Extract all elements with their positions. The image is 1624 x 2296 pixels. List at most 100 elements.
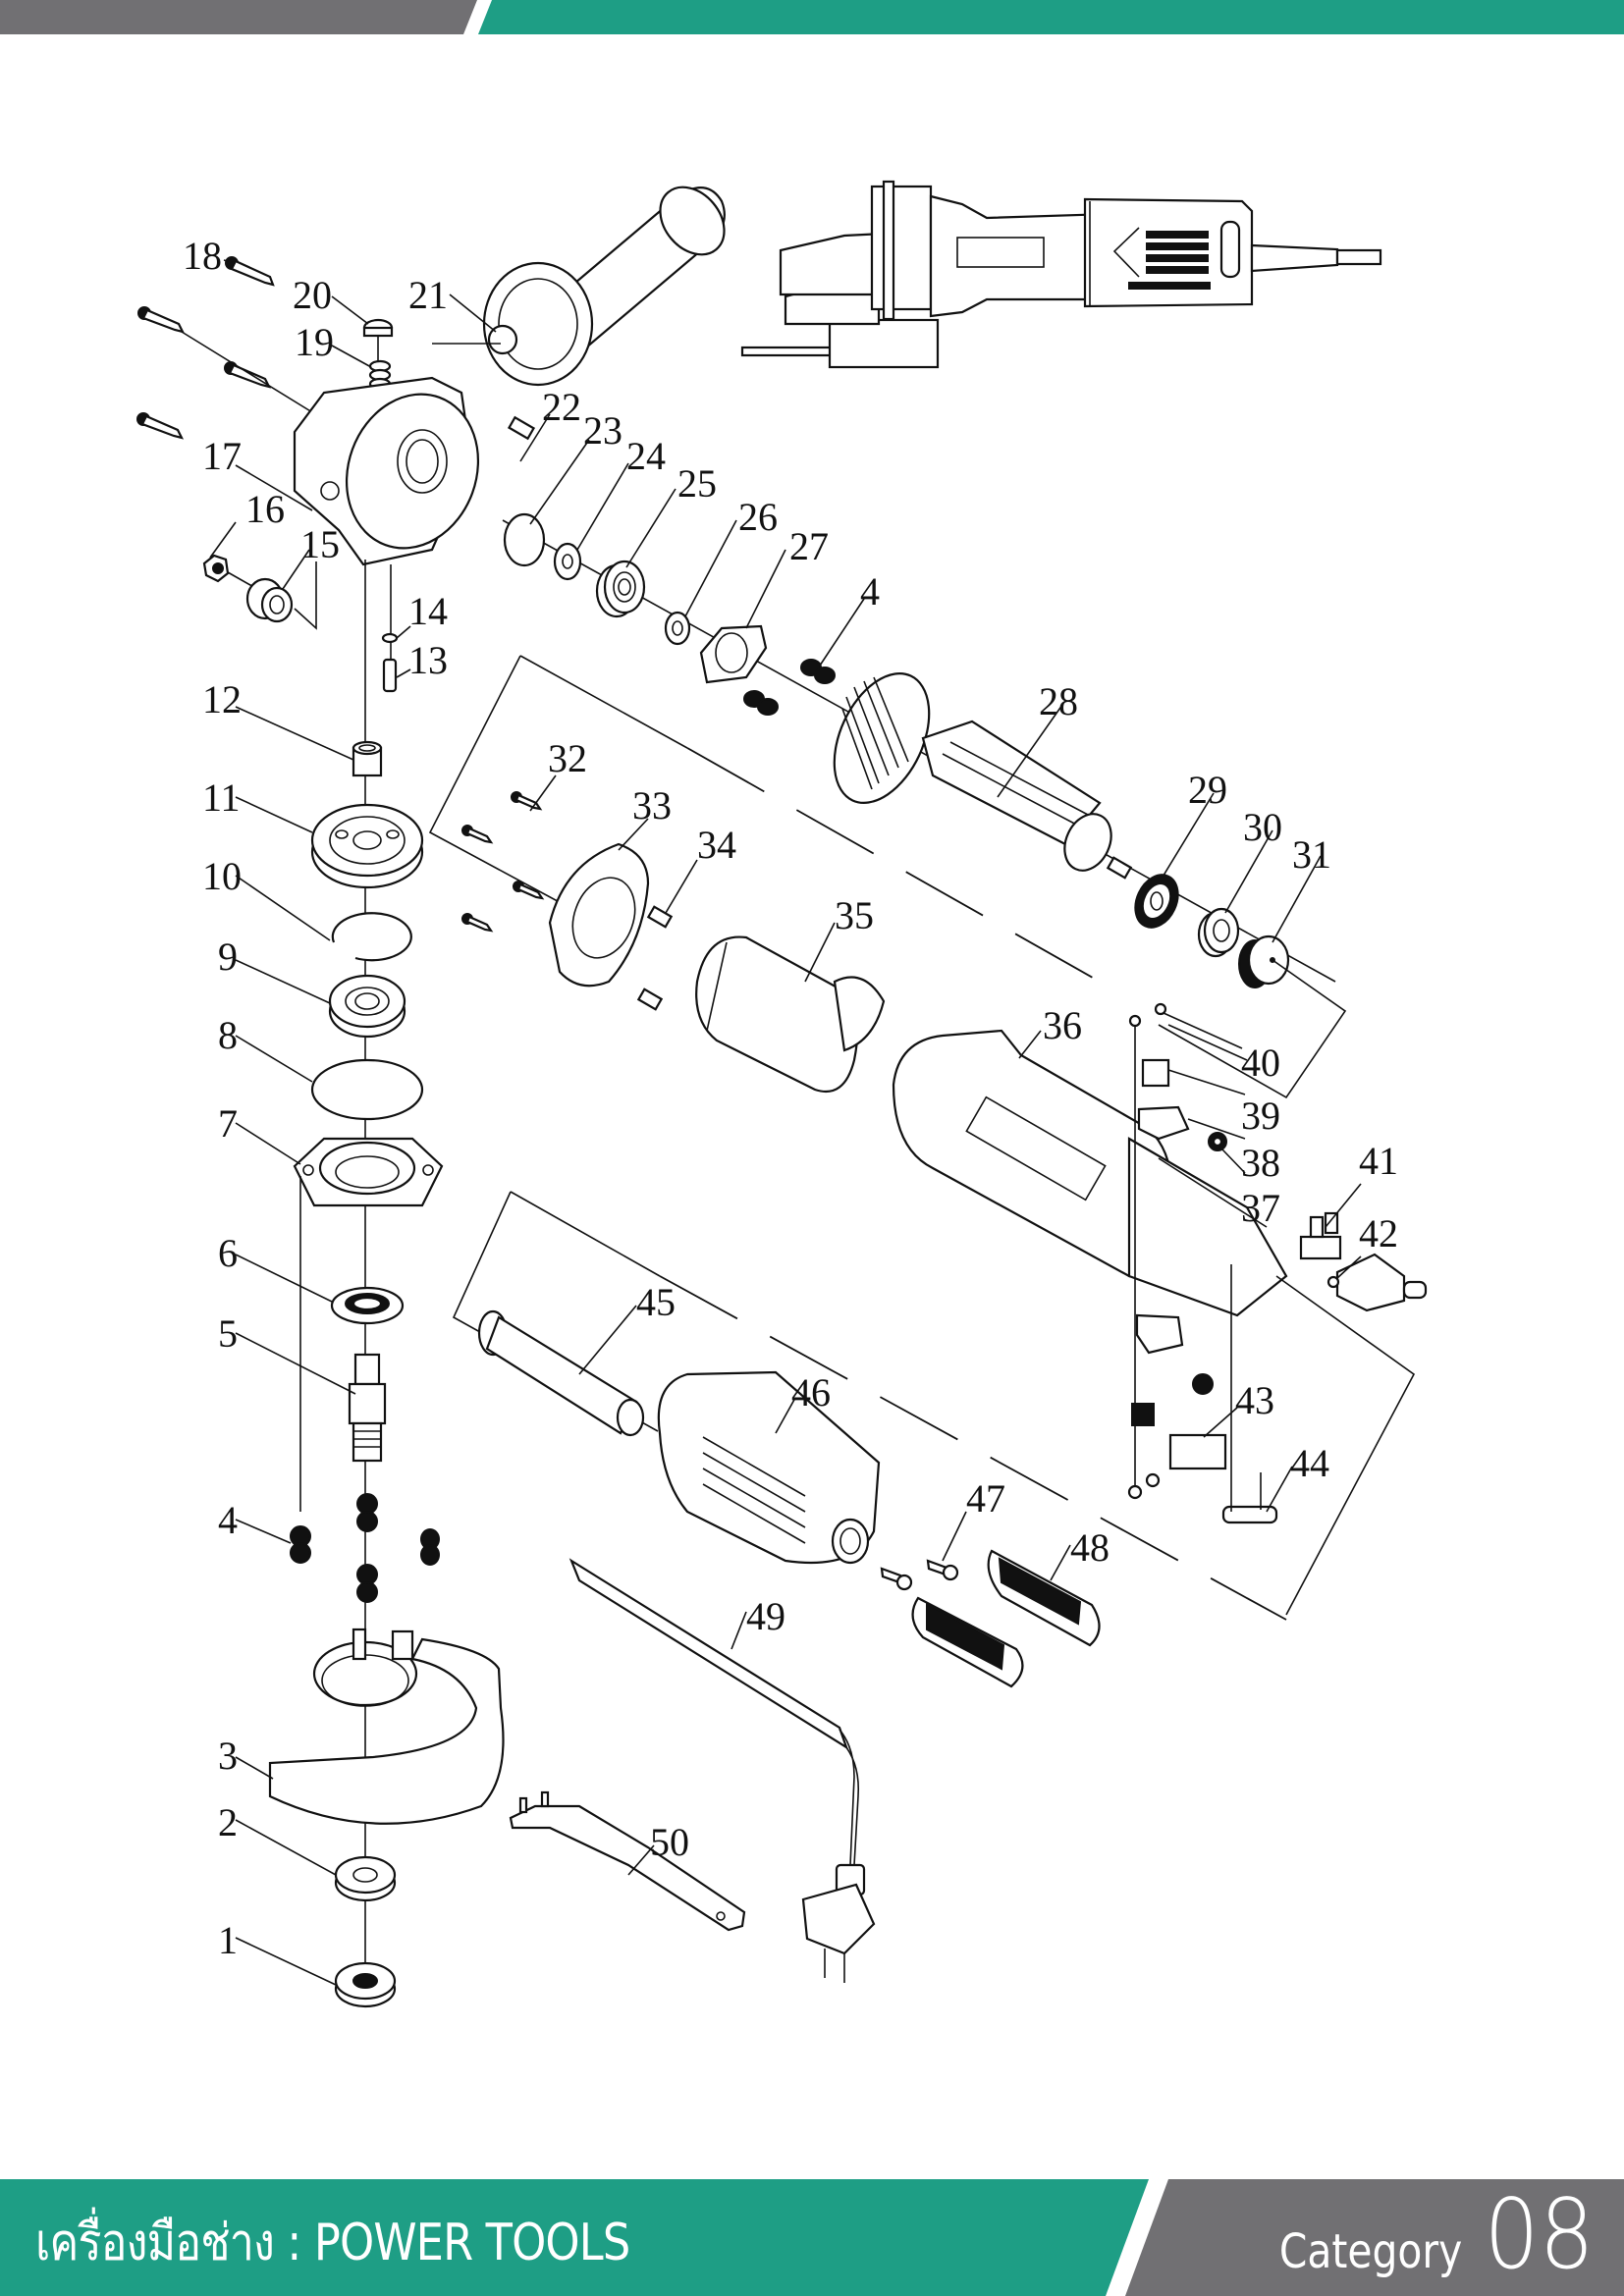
callout-13: 13 [408,638,448,682]
callout-45: 45 [636,1280,676,1324]
callout-49: 49 [746,1594,785,1638]
header-band [0,0,1624,34]
callout-11: 11 [202,775,241,820]
cover-screws [880,1559,959,1591]
screws-4 [290,659,836,1603]
callout-25: 25 [677,461,717,506]
callout-36: 36 [1043,1003,1082,1047]
callout-leaders [209,259,1362,1986]
callout-19: 19 [295,320,334,364]
callout-20: 20 [293,273,332,317]
callout-26: 26 [738,495,778,539]
ball-bearing-9 [328,974,406,1039]
switch-group-bracket [1275,1275,1416,1616]
bearing-sleeve-31 [1238,934,1290,988]
section-title: เครื่องมือช่าง : POWER TOOLS [35,2214,630,2272]
ball-bearing-25 [595,560,646,618]
pin-22 [507,415,536,441]
category-number: 08 [1484,2179,1595,2291]
pin-34a [646,905,674,929]
pin-34b [636,988,664,1011]
callout-21: 21 [408,273,448,317]
callout-41: 41 [1359,1139,1398,1183]
assembled-grinder-illustration [740,180,1382,369]
inner-flange [334,1855,397,1902]
circlip [331,912,412,962]
callout-14: 14 [408,589,448,633]
callout-28: 28 [1039,679,1078,723]
pin-spanner [509,1790,746,1932]
callout-43: 43 [1235,1378,1274,1422]
callout-37: 37 [1241,1186,1280,1230]
callout-1: 1 [218,1918,238,1962]
callout-5: 5 [218,1311,238,1356]
callout-22: 22 [542,385,581,429]
callout-4-top: 4 [860,569,880,614]
callout-38: 38 [1241,1141,1280,1185]
header-band-grey [0,0,477,34]
housing-screws [136,256,313,440]
vent-covers [911,1549,1101,1688]
callout-50: 50 [650,1820,689,1864]
callout-2: 2 [218,1800,238,1844]
callout-18: 18 [183,234,222,278]
needle-bearing [352,740,383,777]
callout-34: 34 [697,823,736,867]
callout-47: 47 [966,1476,1005,1521]
stator [695,935,886,1094]
callout-40: 40 [1241,1041,1280,1085]
armature [833,672,1133,880]
grinder-vent-slots [1128,231,1211,290]
gear-housing [293,376,480,566]
callout-16: 16 [245,487,285,531]
terminal-block [1299,1211,1342,1260]
power-cord [568,1558,876,1983]
outer-flange-nut [334,1961,397,2008]
callout-42: 42 [1359,1211,1398,1255]
bearing-cover [293,1137,444,1207]
callout-12: 12 [202,677,242,721]
category-indicator: Category 08 [1247,2187,1595,2283]
header-band-green [478,0,1624,34]
spindle-seal [330,1286,405,1325]
cord-sleeve [477,1309,645,1437]
nut-and-bushing [202,554,294,623]
o-ring-8 [310,1058,424,1121]
category-label: Category [1278,2224,1463,2279]
cord-clamp [1221,1264,1278,1524]
callout-27: 27 [789,524,829,568]
rubber-ring-29 [1134,874,1179,929]
callout-23: 23 [583,408,623,453]
callout-7: 7 [218,1101,238,1146]
motor-housing [892,1029,1288,1317]
callout-10: 10 [202,854,242,898]
ball-bearing-30 [1197,907,1240,958]
callout-30: 30 [1243,805,1282,849]
callout-39: 39 [1241,1094,1280,1138]
callout-33: 33 [632,783,672,828]
stator-screws-32 [461,791,545,933]
bearing-plate-27 [699,624,768,684]
footer-band-green [0,2179,1149,2296]
callout-8: 8 [218,1013,238,1057]
washer-26 [664,611,691,646]
bevel-gear [310,803,424,889]
callout-9: 9 [218,934,238,979]
callout-labels: 1 2 3 4 4 5 6 7 8 9 10 11 12 13 14 15 16… [183,234,1398,1962]
o-ring-14 [381,632,399,644]
motor-group-bracket [428,655,1347,1099]
fan-baffle-33 [548,842,650,988]
callout-6: 6 [218,1231,238,1275]
switch [1326,1253,1428,1312]
callout-3: 3 [218,1734,238,1778]
brush-holder-parts [1127,1002,1248,1500]
callout-17: 17 [202,434,242,478]
callout-15: 15 [300,522,340,566]
exploded-parts-diagram: 1 2 3 4 4 5 6 7 8 9 10 11 12 13 14 15 16… [0,34,1624,2174]
auxiliary-handle [432,186,726,387]
spindle [348,1353,387,1463]
washer-24 [553,542,582,581]
callout-4-bottom: 4 [218,1498,238,1542]
callout-31: 31 [1292,832,1331,877]
footer-band: เครื่องมือช่าง : POWER TOOLS Category 08 [0,2179,1624,2296]
